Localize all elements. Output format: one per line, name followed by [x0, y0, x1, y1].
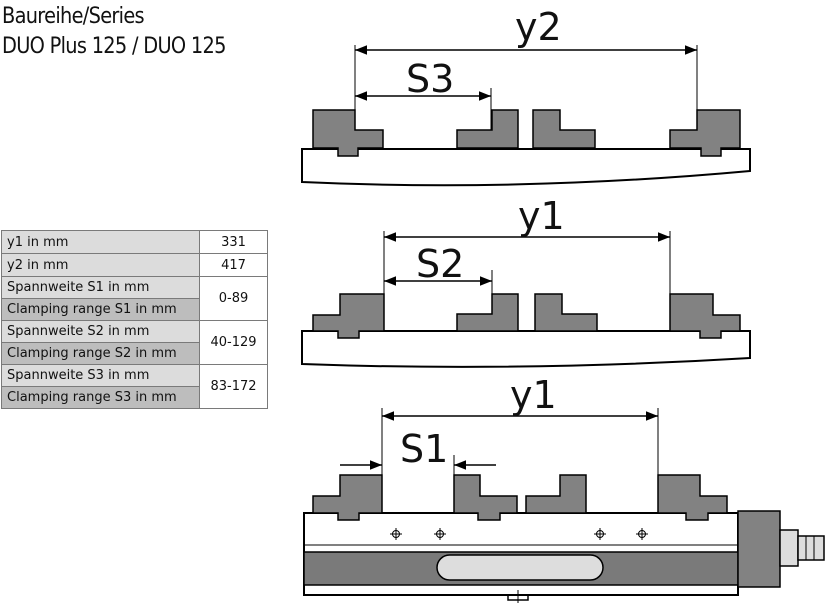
y1-dimension-label: y1 — [510, 373, 557, 417]
s2-value: 40-129 — [199, 320, 268, 365]
jaw-left — [312, 109, 384, 157]
table-row: y1 in mm 331 — [1, 230, 268, 254]
series-title: Baureihe/Series DUO Plus 125 / DUO 125 — [2, 2, 256, 62]
series-label: Baureihe/Series — [2, 4, 145, 29]
bolt-marks — [390, 528, 648, 540]
oblong-slot — [436, 554, 604, 581]
y2-dimension-label: y2 — [515, 5, 562, 49]
table-row: y2 in mm 417 — [1, 253, 268, 277]
y1-value: 331 — [199, 230, 268, 254]
s2-label-de: Spannweite S2 in mm — [1, 320, 200, 343]
base-rail — [301, 148, 751, 187]
vise-view-top: y2 S3 — [301, 5, 751, 187]
model-label: DUO Plus 125 / DUO 125 — [2, 34, 226, 59]
table-row: Spannweite S3 in mm 83-172 — [1, 364, 268, 409]
vise-view-middle: y1 S2 — [301, 194, 751, 368]
s2-label-en: Clamping range S2 in mm — [1, 342, 200, 365]
jaw-center-left — [453, 474, 518, 521]
jaw-right — [669, 109, 741, 157]
spindle-collar — [779, 529, 799, 567]
jaw-center-right — [525, 474, 587, 514]
table-row: Clamping range S3 in mm — [1, 386, 268, 409]
s2-dimension-label: S2 — [416, 242, 464, 286]
s3-dimension-label: S3 — [406, 57, 454, 101]
jaw-left — [312, 474, 383, 521]
jaw-center-right — [532, 109, 596, 149]
y1-dimension-label: y1 — [518, 194, 565, 238]
table-row: Clamping range S2 in mm — [1, 342, 268, 365]
jaw-left — [312, 293, 385, 339]
clamping-spec-table: y1 in mm 331 y2 in mm 417 Spannweite S1 … — [1, 230, 268, 409]
jaw-right — [669, 293, 741, 339]
s3-value: 83-172 — [199, 364, 268, 409]
jaw-center-left — [456, 109, 519, 149]
jaw-right — [657, 474, 728, 521]
jaw-center-left — [456, 293, 519, 332]
s1-dimension-label: S1 — [400, 427, 448, 471]
base-rail — [301, 330, 751, 368]
table-row: Clamping range S1 in mm — [1, 298, 268, 321]
y2-value: 417 — [199, 253, 268, 277]
jaw-center-right — [534, 293, 598, 332]
table-row: Spannweite S2 in mm 40-129 — [1, 320, 268, 365]
s3-label-en: Clamping range S3 in mm — [1, 386, 200, 409]
spindle-housing — [737, 510, 781, 588]
s3-label-de: Spannweite S3 in mm — [1, 364, 200, 387]
y1-label: y1 in mm — [1, 230, 200, 254]
s1-label-en: Clamping range S1 in mm — [1, 298, 200, 321]
spindle-shaft — [797, 535, 825, 561]
y2-label: y2 in mm — [1, 253, 200, 277]
vise-view-bottom: y1 S1 — [303, 373, 825, 603]
